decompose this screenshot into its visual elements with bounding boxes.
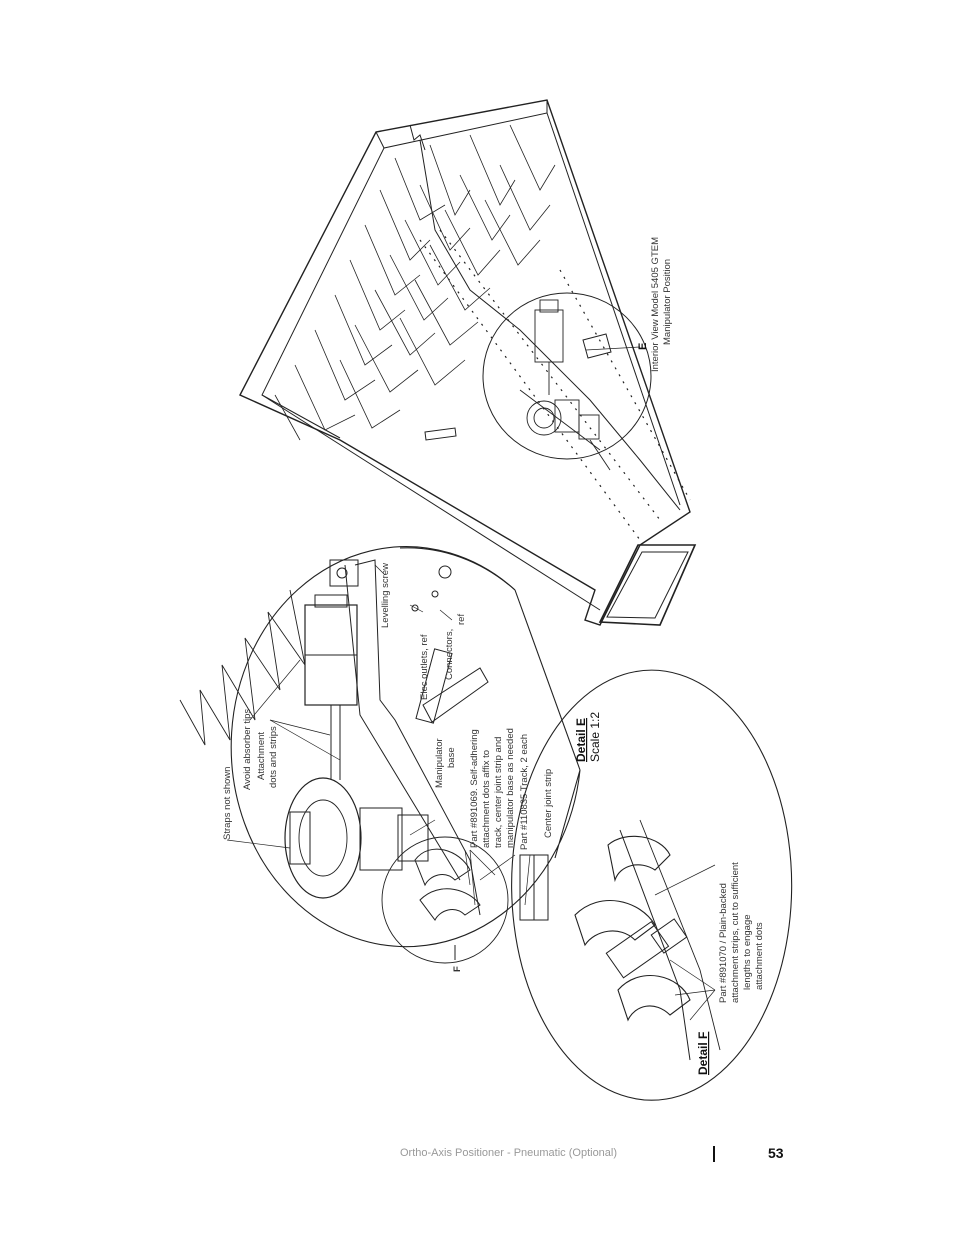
part-891069-line2: attachment dots affix to: [481, 750, 492, 848]
part-891070-line3: lengths to engage: [742, 914, 753, 990]
detail-f-drawing: [511, 669, 793, 1101]
detail-marker-e: E: [637, 343, 649, 350]
manipulator-label: Manipulator: [434, 738, 445, 788]
detail-e-scale: Scale 1:2: [588, 712, 602, 762]
attachment-label: Attachment: [256, 732, 267, 780]
ref-label: ref: [456, 614, 467, 625]
center-joint-strip-label: Center joint strip: [543, 769, 554, 838]
detail-e-title: Detail E: [574, 718, 588, 762]
part-891069-line3: track, center joint strip and: [493, 737, 504, 848]
part-891070-line2: attachment strips, cut to sufficient: [730, 862, 741, 1003]
footer-title: Ortho-Axis Positioner - Pneumatic (Optio…: [400, 1147, 618, 1159]
part-891069-line4: manipulator base as needed: [505, 728, 516, 848]
leveling-screw-label: Levelling screw: [380, 563, 391, 628]
detail-e-drawing: [179, 546, 581, 964]
footer-divider: [713, 1146, 715, 1162]
interior-view-labels: Interior View Model 5405 GTEM Manipulato…: [637, 237, 673, 372]
interior-view-label: Interior View Model 5405 GTEM: [650, 237, 661, 372]
detail-f-title: Detail F: [696, 1032, 710, 1075]
dots-and-strips-label: dots and strips: [268, 726, 279, 788]
detail-f-labels: Part #891070 / Plain-backed attachment s…: [696, 862, 765, 1075]
part-110835-label: Part #110835 Track, 2 each: [519, 734, 530, 850]
elec-outlets-label: Elec outlets, ref: [419, 634, 430, 700]
base-label: base: [446, 747, 457, 768]
part-891070-line4: attachment dots: [754, 922, 765, 990]
straps-not-shown-label: Straps not shown: [222, 767, 233, 840]
page-number: 53: [768, 1145, 784, 1161]
connectors-label: Connectors,: [444, 629, 455, 680]
part-891069-line1: Part #891069. Self-adhering: [469, 729, 480, 848]
avoid-absorber-tips-label: Avoid absorber tips: [242, 709, 253, 790]
detail-marker-f: F: [452, 966, 463, 972]
gtem-cell-drawing: [239, 99, 697, 626]
detail-e-labels: Straps not shown Avoid absorber tips Att…: [222, 563, 602, 972]
manipulator-position-label: Manipulator Position: [662, 259, 673, 345]
part-891070-line1: Part #891070 / Plain-backed: [718, 883, 729, 1003]
